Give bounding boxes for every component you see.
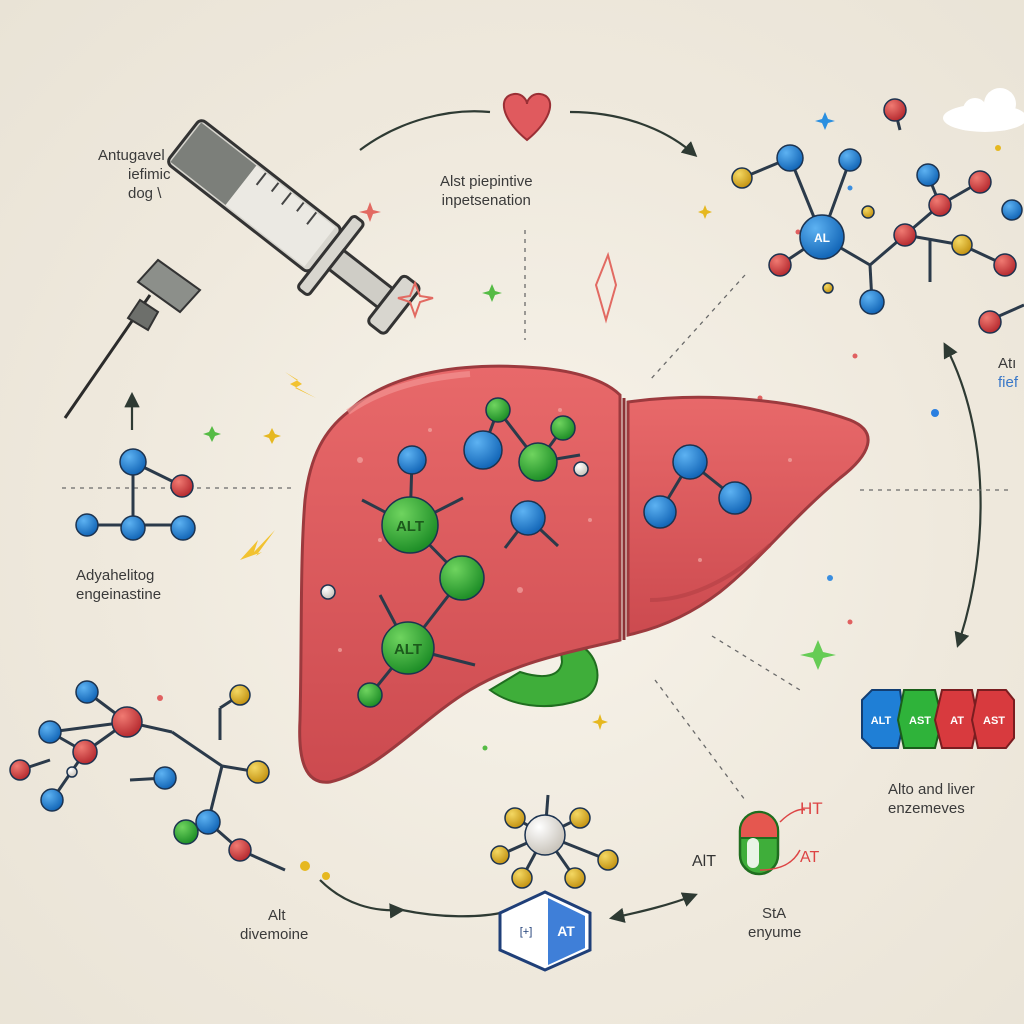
enzyme-strip-label-4: AST: [983, 715, 1005, 727]
label-line: fief: [998, 374, 1019, 391]
label-line: Adyahelitog: [76, 567, 155, 584]
label-right-bottom: Alto and liver enzemeves: [888, 780, 975, 818]
enzyme-strip-label-1: ALT: [871, 715, 892, 727]
arrow-heart-to-molecule: [569, 110, 698, 158]
arrow-syringe-to-heart: [359, 110, 491, 151]
label-bottom-center: StA enyume: [748, 904, 801, 942]
alt-tag-2: ALT: [394, 641, 422, 658]
arrow-bottom-mid: [401, 908, 506, 918]
label-line: enzemeves: [888, 800, 965, 817]
label-line: engeinastine: [76, 586, 162, 603]
label-line: enyume: [748, 924, 802, 941]
syringe-icon: [63, 119, 421, 419]
label-top-center: Alst piepintive inpetsenation: [440, 172, 533, 210]
alt-molecule-node: [381, 496, 439, 554]
sparkle-decoration: [157, 112, 1001, 880]
capsule-right-label: AT: [800, 849, 819, 866]
alt-molecule-node: [381, 621, 435, 675]
enzyme-strip: ALT AST AT AST: [861, 689, 1015, 749]
label-line: Alto and liver: [888, 781, 975, 798]
heart-icon: [502, 92, 552, 142]
label-bottom-left: Alt divemoine: [240, 906, 308, 944]
label-line: Alt: [268, 907, 286, 924]
hexagon-enzyme-icon: [+] AT: [498, 890, 592, 972]
capsule-left-label: AlT: [692, 853, 716, 870]
label-line: inpetsenation: [441, 192, 531, 209]
hexagon-at-label: AT: [557, 923, 575, 939]
label-line: Atı: [998, 355, 1017, 372]
label-left-mid: Adyahelitog engeinastine: [76, 566, 161, 604]
enzyme-strip-label-2: AST: [909, 715, 931, 727]
label-line: dog \: [128, 185, 162, 202]
arrow-hex-to-capsule: [608, 892, 698, 923]
gallbladder-icon: [488, 638, 599, 707]
enzyme-strip-label-3: AT: [950, 715, 964, 727]
al-tag: AL: [814, 231, 830, 245]
label-line: Antugavel: [98, 147, 165, 164]
label-line: StA: [762, 905, 787, 922]
capsule-top-label: HT: [800, 799, 823, 818]
label-line: divemoine: [240, 926, 309, 943]
arrow-right-loop: [943, 342, 982, 648]
hexagon-bracket-label: [+]: [520, 926, 533, 938]
label-line: Alst piepintive: [440, 173, 533, 190]
cloud-icon: [943, 88, 1024, 132]
label-top-left: Antugavel iefimic dog \: [98, 146, 171, 203]
arrow-bottom-left: [319, 879, 406, 919]
label-line: iefimic: [128, 166, 171, 183]
capsule-icon: AlT HT AT: [692, 799, 823, 876]
alt-tag-1: ALT: [396, 518, 424, 535]
al-molecule-node: [799, 214, 845, 260]
label-right-cut: Atı fief: [998, 354, 1018, 392]
